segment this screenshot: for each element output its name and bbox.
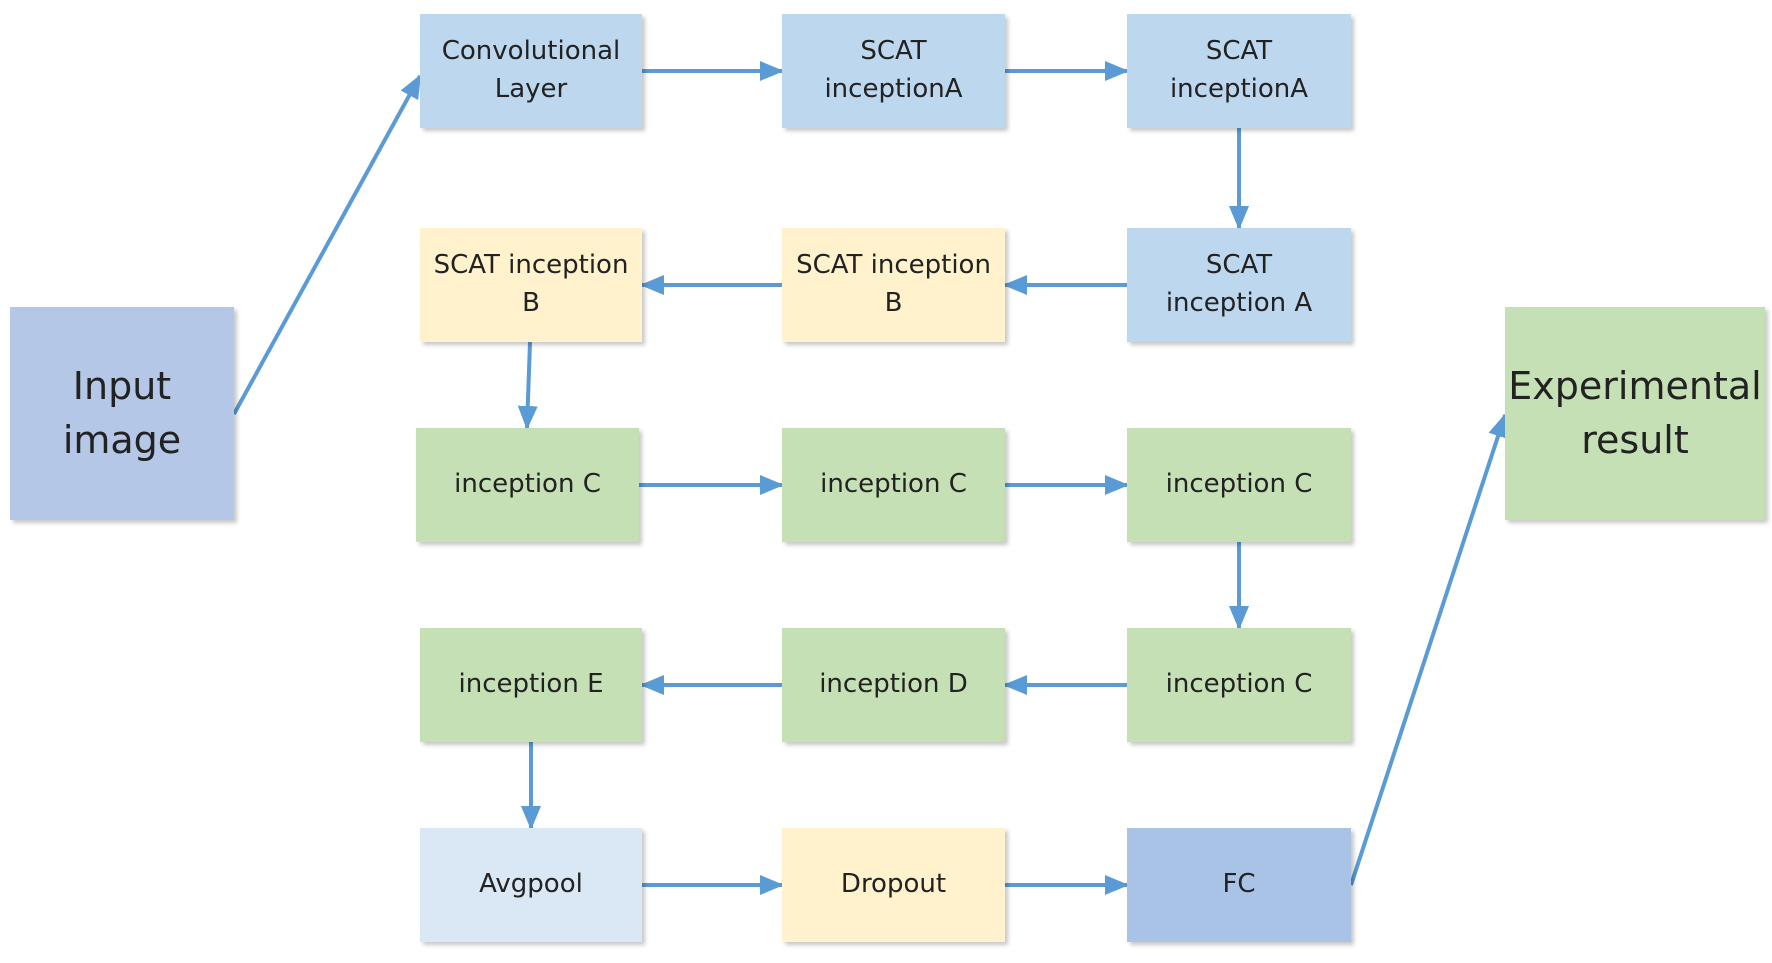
- node-dropout-label: Dropout: [840, 869, 947, 900]
- node-scatA2-label: SCAT inceptionA: [1169, 36, 1309, 104]
- node-result: Experimental result: [1505, 307, 1765, 520]
- node-avgpool-label: Avgpool: [479, 869, 583, 900]
- node-input: Input image: [10, 307, 234, 520]
- node-avgpool: Avgpool: [420, 828, 642, 942]
- node-result-label: Experimental result: [1508, 364, 1762, 462]
- arrow-fc-to-result: [1349, 413, 1508, 886]
- node-dropout: Dropout: [782, 828, 1005, 942]
- node-input-label: Input image: [62, 364, 182, 462]
- node-incC1-label: inception C: [454, 469, 601, 500]
- node-scatA2: SCAT inceptionA: [1127, 14, 1351, 128]
- node-incC4-label: inception C: [1165, 669, 1313, 700]
- arrow-group: [232, 61, 1508, 895]
- arrow-scatB1-to-incC1: [517, 341, 538, 430]
- node-incC2: inception C: [782, 428, 1005, 542]
- node-conv: Convolutional Layer: [420, 14, 642, 128]
- node-scatB1-label: SCAT inception B: [433, 250, 629, 318]
- node-incD-label: inception D: [819, 669, 968, 700]
- node-incC3: inception C: [1127, 428, 1351, 542]
- node-scatB1: SCAT inception B: [420, 228, 642, 342]
- node-incC2-label: inception C: [820, 469, 967, 500]
- node-scatA1: SCAT inceptionA: [782, 14, 1005, 128]
- node-incC3-label: inception C: [1165, 469, 1313, 500]
- node-fc-label: FC: [1222, 869, 1256, 900]
- node-incD: inception D: [782, 628, 1005, 742]
- node-incC1: inception C: [416, 428, 639, 542]
- node-scatA3-label: SCAT inception A: [1165, 250, 1313, 318]
- node-incE-label: inception E: [458, 669, 604, 700]
- node-fc: FC: [1127, 828, 1351, 942]
- node-scatA1-label: SCAT inceptionA: [824, 36, 963, 104]
- node-scatB2-label: SCAT inception B: [796, 250, 991, 318]
- node-incC4: inception C: [1127, 628, 1351, 742]
- node-conv-label: Convolutional Layer: [441, 36, 621, 104]
- node-scatB2: SCAT inception B: [782, 228, 1005, 342]
- node-scatA3: SCAT inception A: [1127, 228, 1351, 342]
- arrow-input-to-conv: [232, 74, 422, 415]
- node-incE: inception E: [420, 628, 642, 742]
